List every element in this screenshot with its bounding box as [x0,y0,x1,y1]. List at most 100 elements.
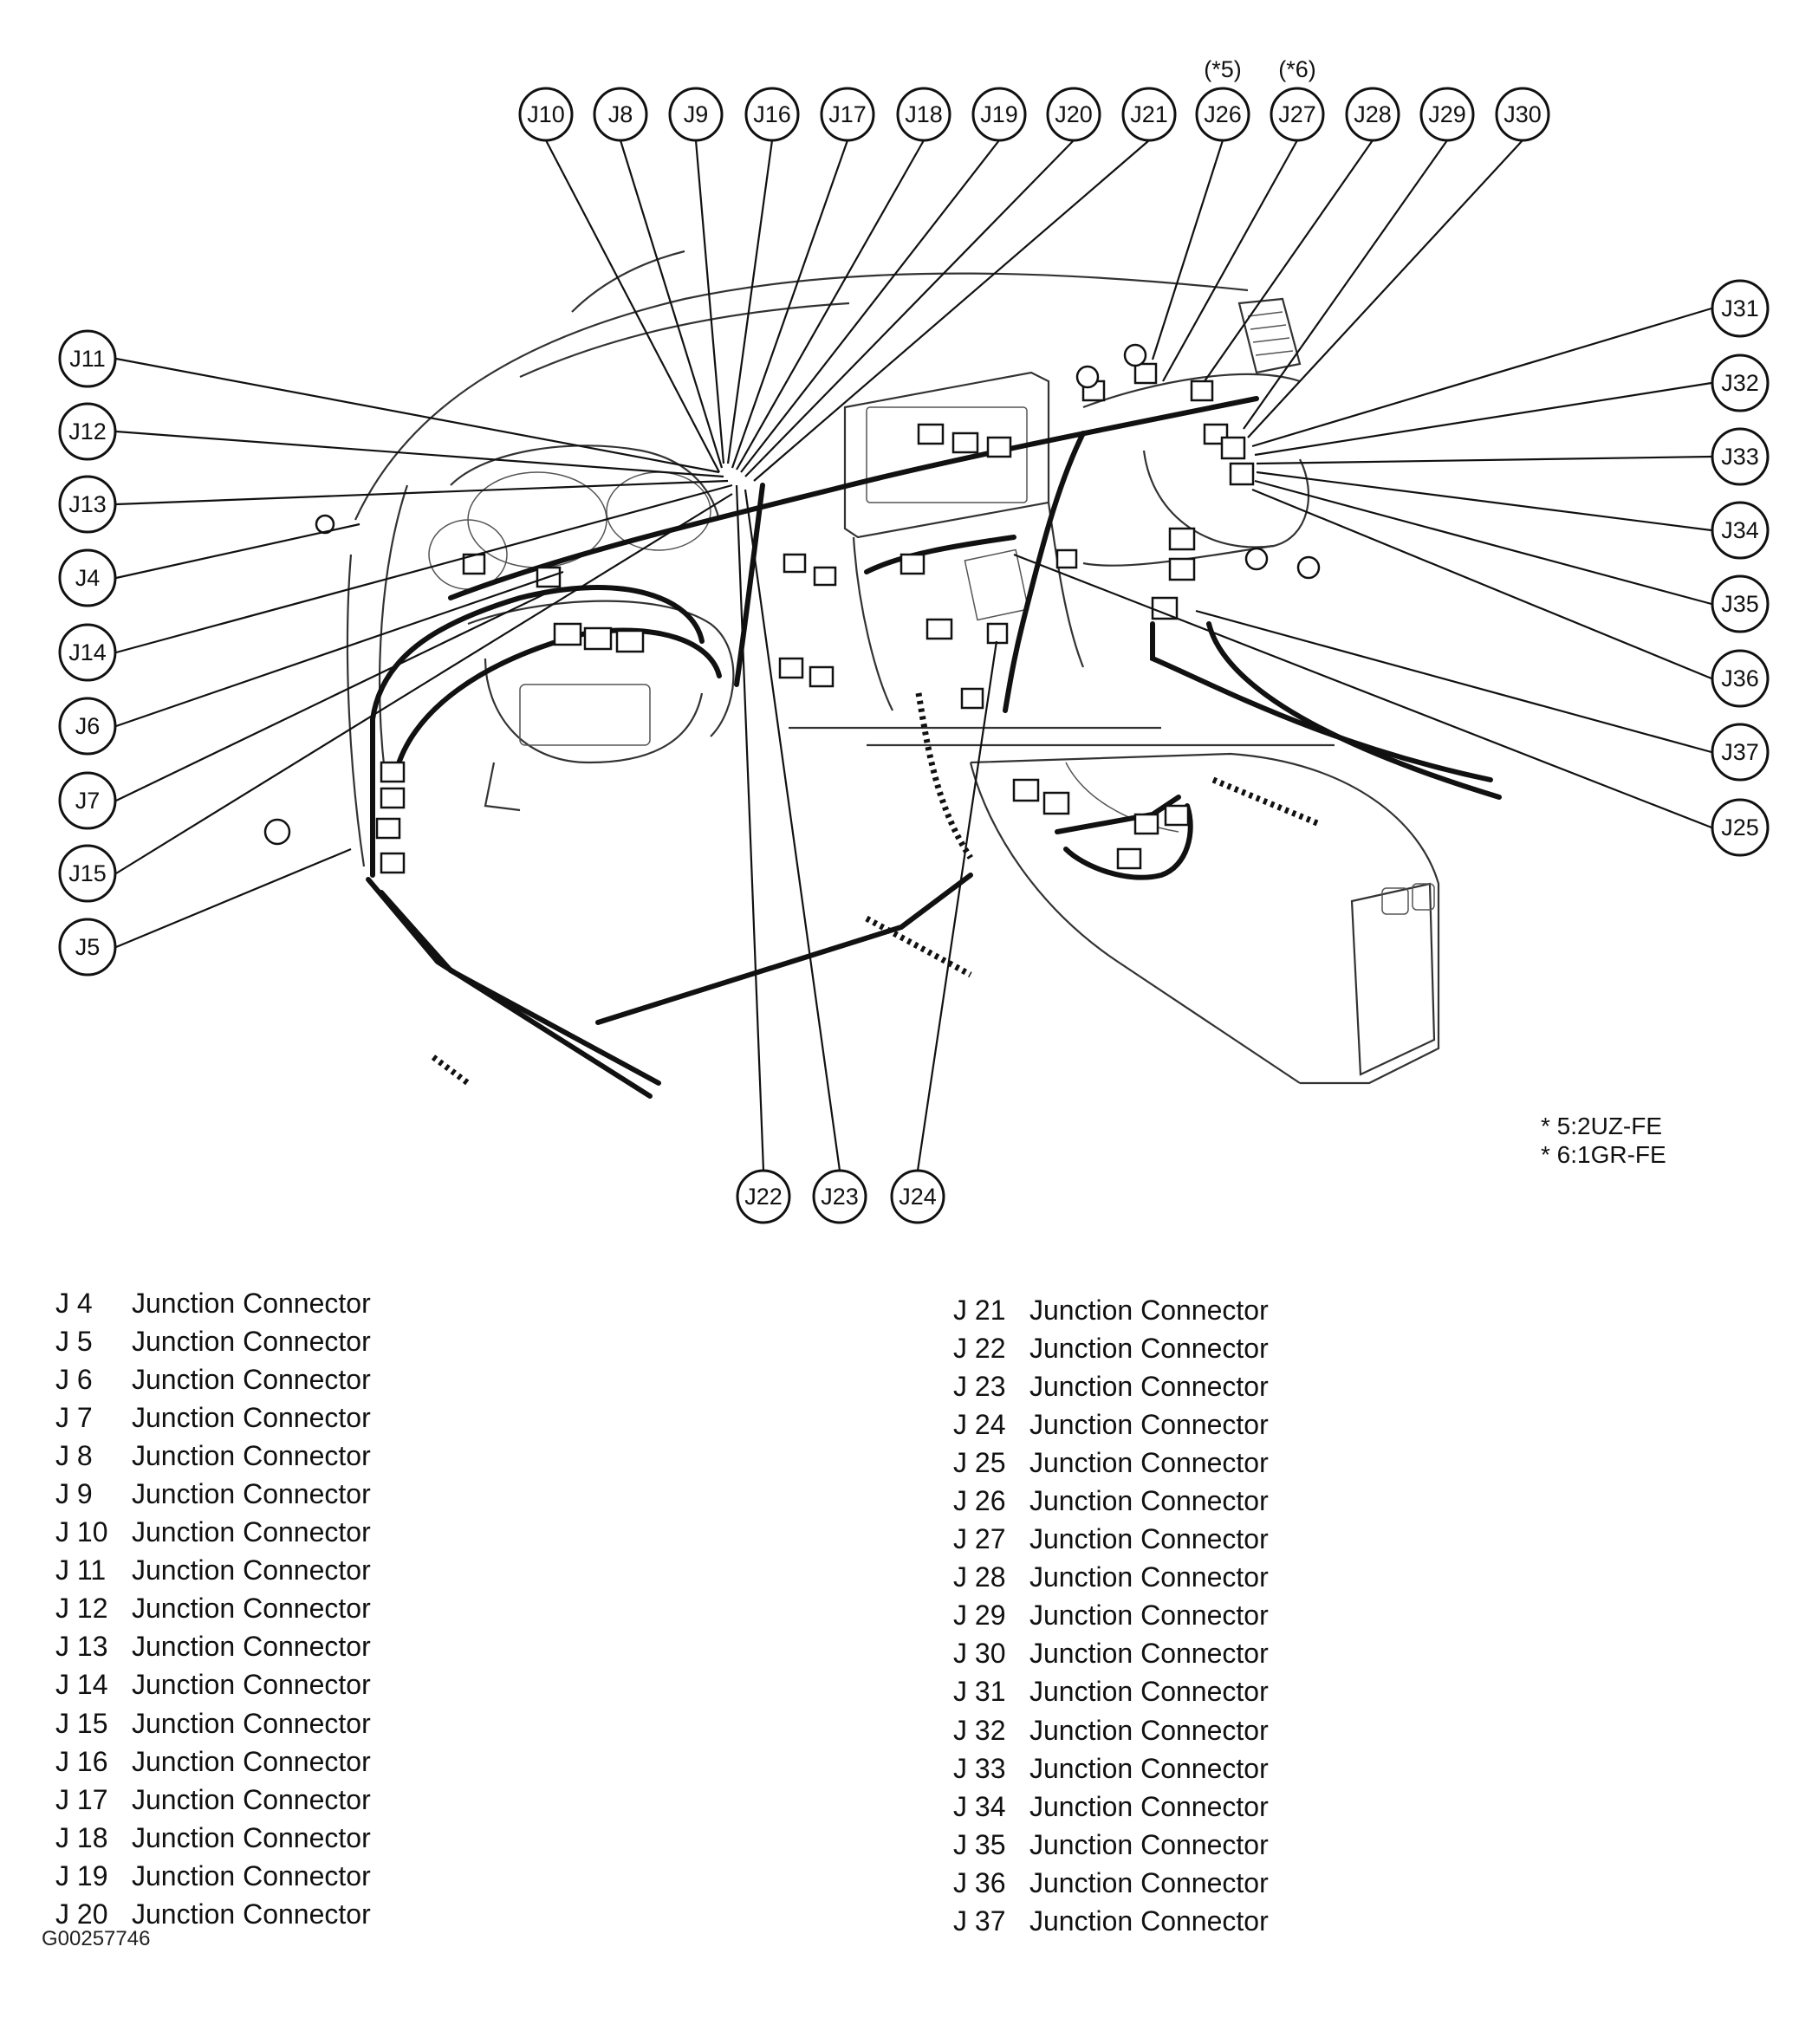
callout-j20: J20 [1046,87,1101,142]
svg-text:J20: J20 [1055,101,1093,127]
legend-code: J 8 [55,1439,93,1471]
callout-j21: J21 [1121,87,1177,142]
legend-desc: Junction Connector [1029,1370,1269,1402]
legend-desc: Junction Connector [1029,1752,1269,1784]
svg-text:J18: J18 [905,101,943,127]
callout-j5: J5 [58,918,117,977]
svg-text:J26: J26 [1204,101,1242,127]
callout-j13: J13 [58,475,117,534]
svg-text:J30: J30 [1504,101,1542,127]
callout-j23: J23 [812,1169,867,1224]
callout-j25: J25 [1711,798,1770,857]
variant-mark-j27: (*6) [1278,56,1316,82]
legend-row: J 23 Junction Connector [953,1367,1269,1405]
legend-code: J 34 [953,1790,1006,1822]
legend-code: J 23 [953,1370,1006,1402]
figure-id: G00257746 [42,1927,151,1950]
legend-left-column: J 4 Junction Connector J 5 Junction Connec… [55,1284,371,1934]
svg-text:J4: J4 [75,565,101,591]
legend-desc: Junction Connector [132,1287,371,1319]
legend-desc: Junction Connector [132,1439,371,1471]
legend-code: J 7 [55,1401,93,1433]
legend-row: J 15 Junction Connector [55,1704,371,1742]
svg-text:J24: J24 [899,1184,937,1210]
legend-row: J 34 Junction Connector [953,1788,1269,1826]
legend-desc: Junction Connector [132,1325,371,1357]
legend-desc: Junction Connector [1029,1485,1269,1517]
legend-desc: Junction Connector [1029,1790,1269,1822]
callout-j6: J6 [58,697,117,756]
legend-desc: Junction Connector [1029,1446,1269,1478]
legend-desc: Junction Connector [132,1593,371,1625]
legend-code: J 32 [953,1714,1006,1746]
legend-code: J 17 [55,1783,108,1815]
engine-footnotes: * 5:2UZ-FE * 6:1GR-FE [1541,1112,1666,1169]
callout-j16: J16 [744,87,800,142]
leader-lines [115,140,1712,1171]
legend-code: J 15 [55,1707,108,1739]
callout-j11: J11 [58,329,117,388]
svg-text:J21: J21 [1130,101,1168,127]
svg-text:J27: J27 [1278,101,1316,127]
legend-code: J 37 [953,1905,1006,1937]
callout-j32: J32 [1711,354,1770,412]
legend-desc: Junction Connector [132,1783,371,1815]
svg-text:J28: J28 [1354,101,1392,127]
callout-j14: J14 [58,623,117,682]
svg-text:J7: J7 [75,788,101,814]
callout-j18: J18 [896,87,951,142]
callout-j12: J12 [58,402,117,461]
legend-desc: Junction Connector [1029,1828,1269,1860]
legend-row: J 4 Junction Connector [55,1284,371,1322]
legend-code: J 16 [55,1745,108,1777]
legend-row: J 5 Junction Connector [55,1322,371,1360]
svg-text:J23: J23 [821,1184,859,1210]
legend-desc: Junction Connector [132,1707,371,1739]
svg-text:J5: J5 [75,934,101,960]
svg-text:J33: J33 [1721,444,1759,470]
svg-text:J8: J8 [608,101,633,127]
legend-code: J 36 [953,1866,1006,1898]
callout-j30: J30 [1495,87,1550,142]
svg-text:J36: J36 [1721,665,1759,691]
legend-code: J 4 [55,1287,93,1319]
callout-j35: J35 [1711,574,1770,633]
wiring-harness-diagram: J10 J8 J9 J16 J17 J18 J19 J20 J21 J26 J2… [58,56,1770,1224]
legend-desc: Junction Connector [132,1516,371,1548]
svg-text:J19: J19 [980,101,1018,127]
svg-text:J34: J34 [1721,517,1759,543]
legend-code: J 28 [953,1561,1006,1593]
svg-text:J14: J14 [68,639,107,665]
legend-code: J 30 [953,1638,1006,1670]
legend-desc: Junction Connector [1029,1905,1269,1937]
legend-row: J 20 Junction Connector [55,1896,371,1934]
footnote: * 5:2UZ-FE [1541,1113,1663,1139]
legend-desc: Junction Connector [132,1478,371,1510]
legend-code: J 29 [953,1600,1006,1632]
dashboard-illustration [346,250,1440,1085]
svg-text:J15: J15 [68,860,107,886]
legend-desc: Junction Connector [132,1631,371,1663]
legend-desc: Junction Connector [132,1898,371,1930]
legend-code: J 13 [55,1631,108,1663]
callout-j26: J26 [1195,87,1250,142]
svg-text:J25: J25 [1721,814,1759,840]
footnote: * 6:1GR-FE [1541,1141,1666,1168]
legend-code: J 20 [55,1898,108,1930]
legend-code: J 5 [55,1325,93,1357]
